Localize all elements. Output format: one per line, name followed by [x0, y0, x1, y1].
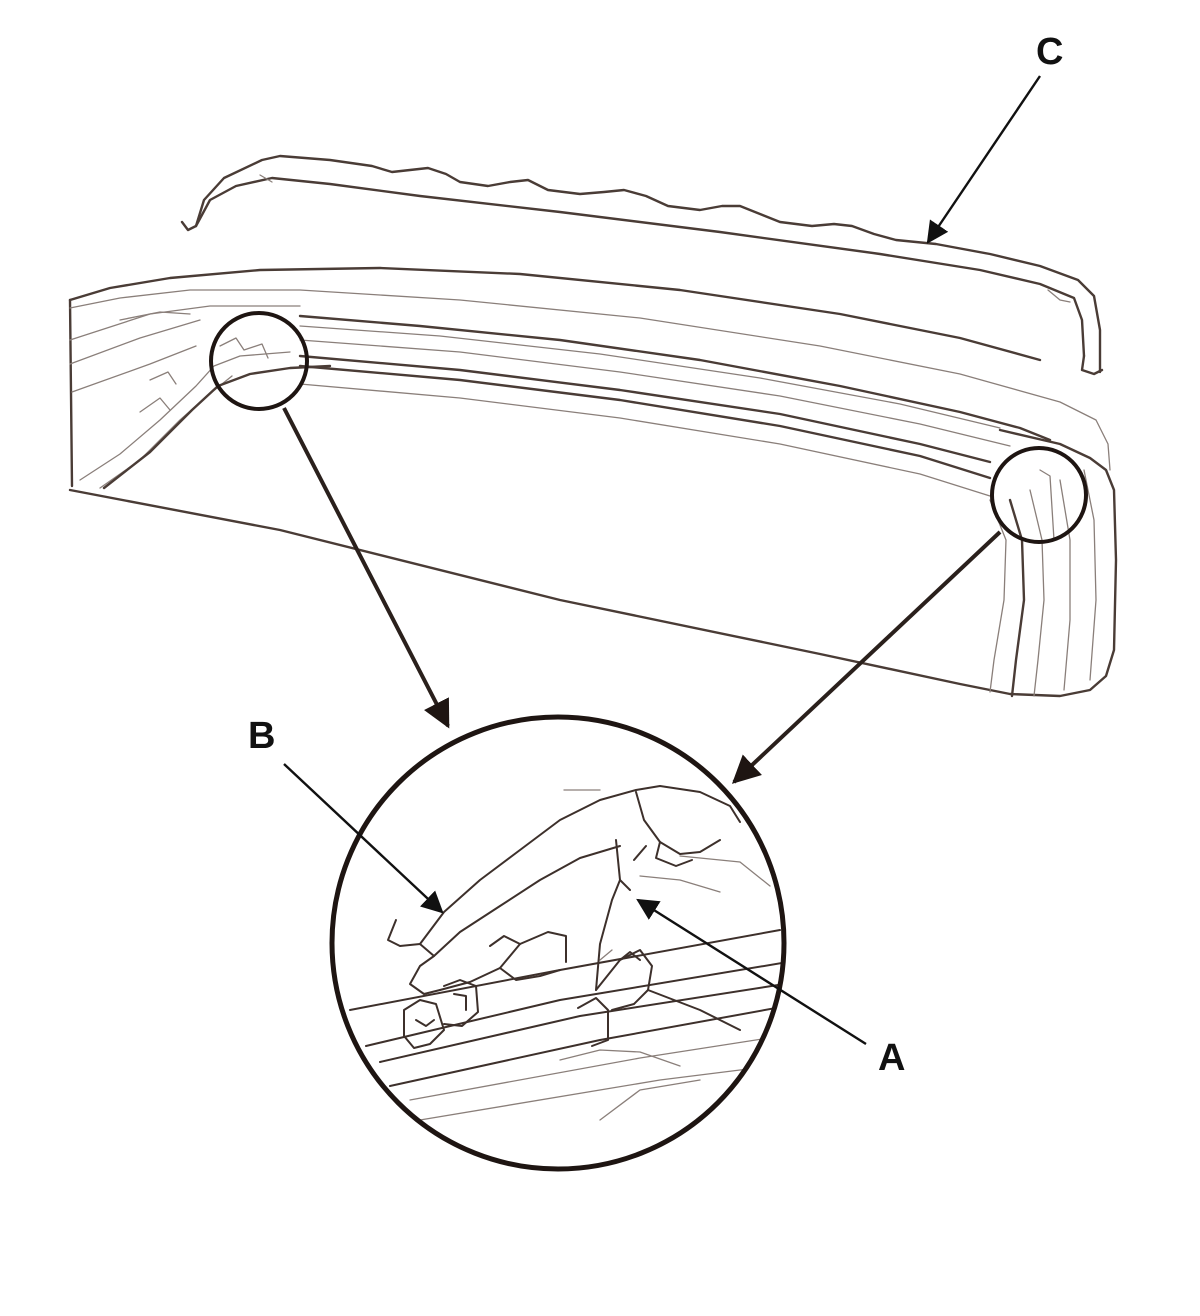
- pointer-left-to-detail: [282, 407, 450, 729]
- detail-zoom: [329, 714, 787, 1172]
- trim-strip-c: [180, 154, 1104, 376]
- callout-label-a: A: [878, 1037, 905, 1079]
- leader-b: [283, 763, 444, 914]
- focus-circle-left: [209, 311, 309, 411]
- callout-label-b: B: [248, 715, 275, 757]
- leader-c: [926, 75, 1041, 244]
- callout-label-c: C: [1036, 31, 1063, 73]
- focus-circle-right: [990, 446, 1088, 544]
- pointer-right-to-detail: [731, 530, 1002, 784]
- roof-panel: [68, 266, 1118, 698]
- leader-a: [636, 898, 867, 1046]
